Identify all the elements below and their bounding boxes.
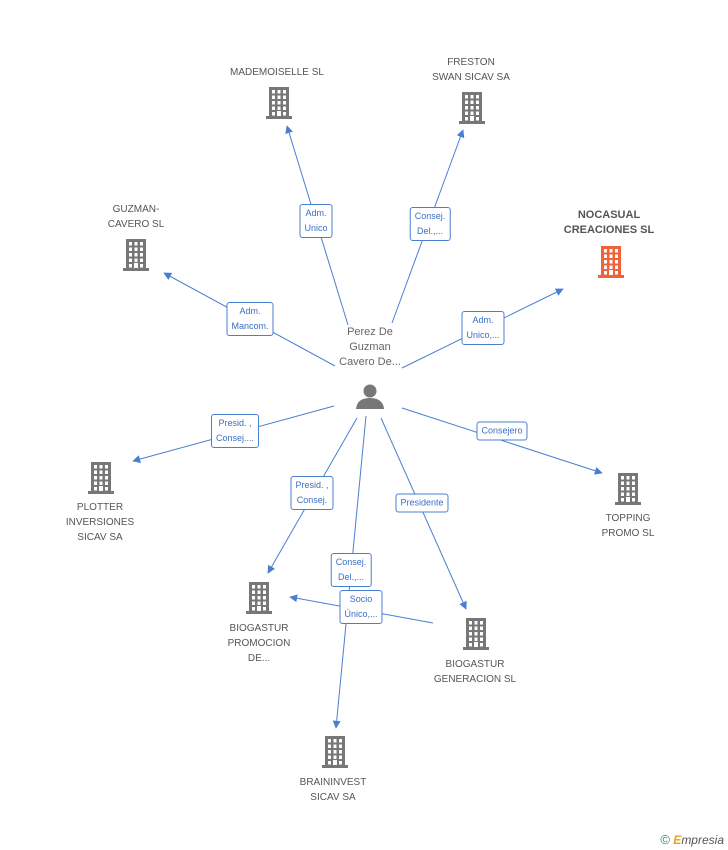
brand-logo: Empresia (673, 833, 724, 847)
edge-label-nocasual[interactable]: Adm. Unico,... (461, 311, 505, 345)
braininvest-building-icon[interactable] (322, 736, 348, 768)
mademoiselle-building-icon[interactable] (266, 87, 292, 119)
edge-label-guzman[interactable]: Adm. Mancom. (226, 302, 274, 336)
node-label-freston[interactable]: FRESTON SWAN SICAV SA (432, 57, 510, 83)
edge-label-biogastur_gen[interactable]: Presidente (395, 493, 449, 513)
empresia-watermark[interactable]: © Empresia (660, 832, 724, 847)
edge-label-biogastur_prom[interactable]: Presid. , Consej. (290, 476, 334, 510)
biogastur_prom-building-icon[interactable] (246, 582, 272, 614)
node-label-guzman[interactable]: GUZMAN- CAVERO SL (107, 204, 165, 230)
plotter-building-icon[interactable] (88, 462, 114, 494)
guzman-building-icon[interactable] (123, 239, 149, 271)
nodes-layer (88, 87, 641, 768)
edge-topping-5 (401, 407, 603, 475)
center-person-label[interactable]: Perez De Guzman Cavero De... (339, 326, 401, 368)
copyright-symbol: © (660, 832, 670, 847)
node-label-biogastur_gen[interactable]: BIOGASTUR GENERACION SL (433, 659, 517, 685)
biogastur_gen-building-icon[interactable] (463, 618, 489, 650)
freston-building-icon[interactable] (459, 92, 485, 124)
node-label-mademoiselle[interactable]: MADEMOISELLE SL (230, 67, 324, 78)
edge-label-biogastur_prom[interactable]: Socio Único,... (339, 590, 383, 624)
edge-label-mademoiselle[interactable]: Adm. Unico (299, 204, 333, 238)
nocasual-building-icon[interactable] (598, 246, 624, 278)
edge-label-plotter[interactable]: Presid. , Consej.... (210, 414, 260, 448)
node-label-biogastur_prom[interactable]: BIOGASTUR PROMOCION DE... (227, 623, 291, 664)
edge-biogastur_gen-7 (380, 417, 467, 610)
node-label-nocasual[interactable]: NOCASUAL CREACIONES SL (563, 209, 655, 236)
topping-building-icon[interactable] (615, 473, 641, 505)
edges-layer (132, 125, 603, 729)
edge-label-braininvest[interactable]: Consej. Del.,... (330, 553, 372, 587)
person-icon[interactable] (356, 384, 384, 410)
node-label-plotter[interactable]: PLOTTER INVERSIONES SICAV SA (65, 502, 135, 543)
edge-label-topping[interactable]: Consejero (476, 421, 528, 441)
node-label-topping[interactable]: TOPPING PROMO SL (601, 513, 655, 539)
edge-label-freston[interactable]: Consej. Del.,... (409, 207, 451, 241)
node-label-braininvest[interactable]: BRAININVEST SICAV SA (299, 777, 367, 803)
